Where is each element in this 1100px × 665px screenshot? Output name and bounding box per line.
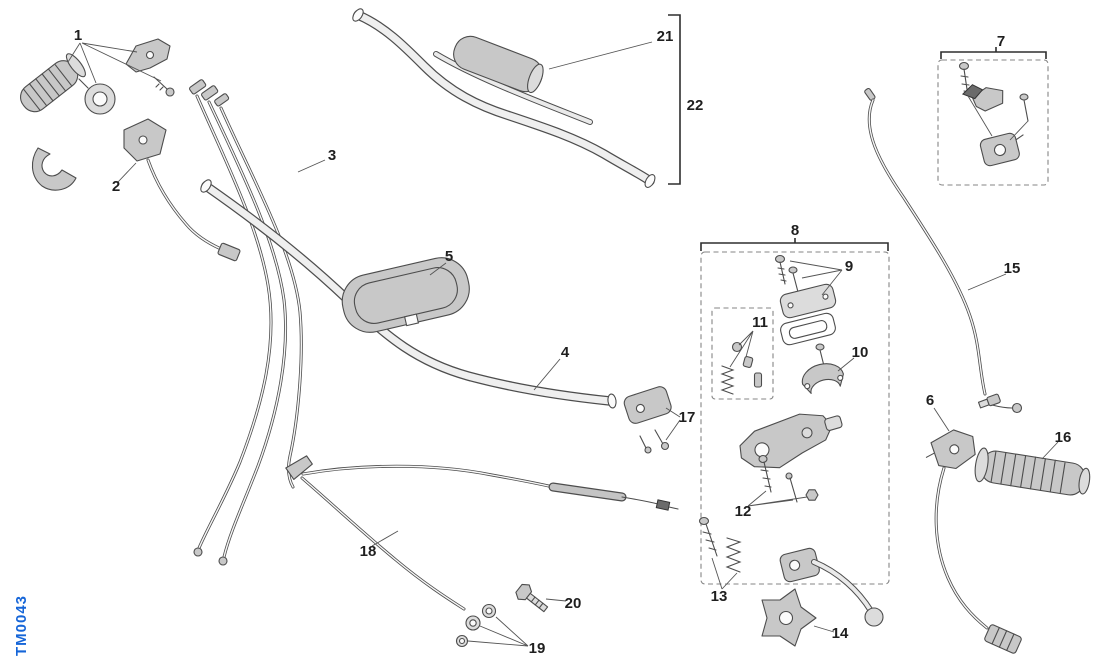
crossbar-pad	[453, 35, 544, 94]
part-label-3: 3	[328, 147, 336, 164]
part-label-6: 6	[926, 392, 934, 409]
clamp-half	[31, 147, 77, 191]
part-label-22: 22	[687, 97, 704, 114]
group-11-box	[711, 307, 774, 400]
bracket-21-22	[668, 14, 681, 185]
leader-lines-1	[67, 42, 162, 84]
clamp-screw	[815, 343, 825, 367]
leader-lines-15	[967, 273, 1007, 291]
left-grip	[19, 53, 86, 113]
part-label-12: 12	[735, 503, 752, 520]
bolt	[515, 583, 549, 613]
reservoir-gasket	[780, 312, 836, 346]
crossbar-handlebar	[352, 8, 656, 188]
part-label-13: 13	[711, 588, 728, 605]
part-label-21: 21	[657, 28, 674, 45]
throttle-cable	[864, 87, 1023, 414]
lever-screw	[698, 516, 718, 557]
reservoir-cover	[779, 283, 837, 319]
leader-lines-10	[837, 357, 855, 372]
leader-lines-11	[729, 330, 754, 368]
part-label-17: 17	[679, 409, 696, 426]
perch-screw-b	[1019, 93, 1029, 122]
part-label-16: 16	[1055, 429, 1072, 446]
part-label-1: 1	[74, 27, 82, 44]
leader-lines-6	[933, 407, 950, 432]
part-label-9: 9	[845, 258, 853, 275]
bracket-screw	[153, 76, 175, 97]
lever-spring	[725, 537, 742, 573]
part-label-15: 15	[1004, 260, 1021, 277]
lever-pivot	[779, 547, 820, 583]
leader-lines-4	[533, 358, 561, 391]
cover-screw-a	[774, 254, 787, 285]
brake-lever	[811, 559, 884, 627]
perch-screw-a	[958, 61, 971, 97]
bracket-8	[700, 238, 889, 251]
throttle-tube	[78, 78, 116, 115]
bar-end-switch	[623, 386, 672, 424]
part-label-20: 20	[565, 595, 582, 612]
handlebar	[200, 179, 617, 409]
leader-lines-18	[371, 530, 399, 547]
part-label-18: 18	[360, 543, 377, 560]
cover-screw-b	[788, 266, 799, 293]
leader-lines-12	[747, 490, 808, 507]
group-7-box	[937, 59, 1049, 186]
lever-clamp	[979, 132, 1024, 167]
leader-lines-3	[297, 159, 326, 173]
leader-lines-16	[1041, 441, 1059, 460]
clamp-bracket	[801, 363, 844, 394]
bar-pad	[341, 257, 470, 333]
throttle-housing	[925, 429, 976, 470]
part-label-14: 14	[832, 625, 849, 642]
switch-assembly	[123, 118, 241, 262]
seal-kit	[720, 341, 763, 395]
leader-lines-17	[665, 407, 681, 441]
leader-lines-21	[548, 41, 653, 70]
choke-lever	[961, 84, 1004, 112]
part-label-5: 5	[445, 248, 453, 265]
part-label-8: 8	[791, 222, 799, 239]
part-label-7: 7	[997, 33, 1005, 50]
leader-lines-5	[429, 262, 447, 276]
pushrod	[785, 472, 798, 503]
control-cables	[189, 79, 303, 566]
adjuster-knob	[761, 588, 817, 647]
part-label-4: 4	[561, 344, 570, 361]
diagram-code: TM0043	[13, 595, 30, 656]
pivot-bolt	[758, 454, 772, 493]
part-label-2: 2	[112, 178, 120, 195]
leader-lines-7-internal	[967, 95, 1029, 141]
bracket-7	[940, 47, 1047, 59]
leader-lines-2	[117, 162, 137, 183]
leader-lines-20	[545, 598, 567, 602]
group-8-box	[700, 251, 890, 585]
part-label-10: 10	[852, 344, 869, 361]
part-label-19: 19	[529, 640, 546, 657]
washers	[455, 603, 497, 648]
switch-screws	[639, 429, 670, 454]
leader-lines-14	[813, 625, 835, 633]
leader-lines-13	[711, 557, 738, 590]
lever-nut	[805, 489, 819, 501]
clutch-cable	[285, 455, 679, 611]
leader-lines-19	[467, 616, 529, 647]
right-grip	[974, 447, 1091, 496]
lever-bracket	[125, 38, 171, 73]
leader-lines-9	[789, 260, 843, 296]
switch-wire	[934, 466, 1022, 654]
part-label-11: 11	[752, 314, 768, 331]
master-cylinder-body	[739, 413, 843, 469]
